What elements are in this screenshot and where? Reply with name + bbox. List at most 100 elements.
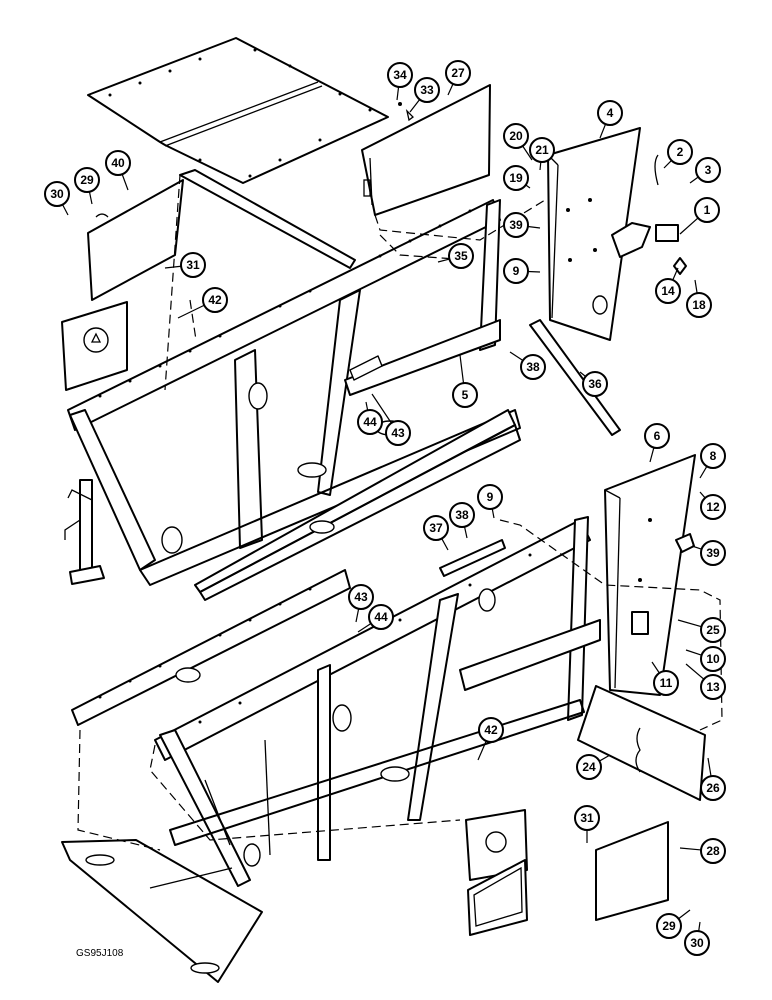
callout-leader-line (437, 258, 450, 263)
callout-8: 8 (699, 443, 726, 479)
callout-balloon (449, 502, 475, 528)
jack-stand (64, 479, 105, 585)
callout-balloon (700, 838, 726, 864)
callout-42: 42 (177, 287, 228, 319)
callout-35: 35 (437, 243, 474, 269)
lower-beam (194, 409, 521, 601)
callout-9: 9 (477, 484, 503, 519)
callout-43: 43 (371, 393, 411, 446)
callout-29: 29 (656, 909, 691, 939)
callout-31: 31 (164, 252, 206, 278)
callout-leader-line (357, 623, 372, 633)
callout-leader-line (527, 225, 541, 229)
callout-number: 8 (710, 449, 717, 463)
callout-balloon (656, 913, 682, 939)
callout-number: 31 (186, 258, 200, 272)
callout-31: 31 (574, 805, 600, 843)
side-panel-40 (87, 179, 184, 301)
callout-balloon (700, 443, 726, 469)
callout-21: 21 (529, 137, 555, 171)
callout-38: 38 (509, 351, 546, 380)
callout-44: 44 (357, 401, 383, 435)
callout-number: 38 (526, 360, 540, 374)
callout-balloon (582, 371, 608, 397)
callout-leader-line (651, 661, 660, 674)
callout-balloon (74, 167, 100, 193)
callout-balloon (700, 646, 726, 672)
callout-number: 39 (706, 546, 720, 560)
callout-number: 9 (487, 490, 494, 504)
callout-2: 2 (663, 139, 693, 169)
callout-number: 31 (580, 811, 594, 825)
callout-balloon (387, 62, 413, 88)
callout-number: 28 (706, 844, 720, 858)
callout-number: 43 (354, 590, 368, 604)
callout-balloon (667, 139, 693, 165)
callout-27: 27 (445, 60, 471, 96)
callout-balloon (478, 717, 504, 743)
callout-leader-line (579, 371, 587, 377)
callout-balloon (597, 100, 623, 126)
callout-balloon (503, 165, 529, 191)
upright-post-6 (604, 454, 696, 696)
callout-leader-line (441, 538, 449, 551)
callout-leader-line (679, 847, 702, 851)
callout-42: 42 (477, 717, 504, 761)
callout-number: 30 (690, 936, 704, 950)
callout-leader-line (459, 354, 465, 384)
callout-25: 25 (677, 617, 726, 643)
callout-balloon (357, 409, 383, 435)
callout-leader-line (677, 619, 702, 628)
callout-leader-line (679, 217, 699, 235)
callout-1: 1 (679, 197, 720, 235)
callout-balloon (477, 484, 503, 510)
floor-panel (61, 839, 263, 983)
callout-14: 14 (655, 267, 681, 304)
callout-leader-line (396, 86, 400, 101)
callout-number: 11 (660, 676, 673, 690)
callout-number: 34 (393, 68, 407, 82)
callout-balloon (700, 617, 726, 643)
callout-leader-line (699, 491, 706, 499)
callout-40: 40 (105, 150, 131, 191)
callout-33: 33 (409, 77, 440, 113)
callout-number: 39 (509, 218, 523, 232)
cover-plate-lower (467, 859, 528, 936)
callout-number: 26 (706, 781, 720, 795)
callout-balloon (700, 674, 726, 700)
callout-balloon (700, 540, 726, 566)
callout-number: 13 (706, 680, 720, 694)
callout-balloon (653, 670, 679, 696)
callout-number: 29 (662, 919, 676, 933)
callout-12: 12 (699, 491, 726, 520)
callout-leader-line (164, 265, 182, 269)
callout-24: 24 (576, 754, 611, 780)
callout-leader-line (522, 145, 533, 161)
callout-balloon (700, 775, 726, 801)
callout-30: 30 (44, 181, 70, 216)
callout-balloon (452, 382, 478, 408)
callout-number: 20 (509, 129, 523, 143)
callout-leader-line (649, 447, 655, 463)
callout-leader-line (672, 267, 679, 281)
callout-number: 37 (429, 521, 443, 535)
callout-balloon (574, 805, 600, 831)
lower-side-frame (71, 516, 601, 887)
callout-leader-line (698, 921, 701, 932)
callout-balloon (385, 420, 411, 446)
callout-number: 42 (484, 723, 498, 737)
callout-balloon (423, 515, 449, 541)
callout-balloon (368, 604, 394, 630)
callout-balloon (348, 584, 374, 610)
callout-number: 10 (706, 652, 720, 666)
callout-balloon (503, 258, 529, 284)
callout-balloon (445, 60, 471, 86)
callout-number: 35 (454, 249, 468, 263)
callout-39: 39 (691, 540, 726, 566)
callout-leader-line (699, 466, 708, 479)
callout-36: 36 (579, 371, 608, 397)
figure-code: GS95J108 (76, 948, 124, 959)
callout-balloon (448, 243, 474, 269)
callout-19: 19 (503, 165, 531, 191)
callout-number: 42 (208, 293, 222, 307)
